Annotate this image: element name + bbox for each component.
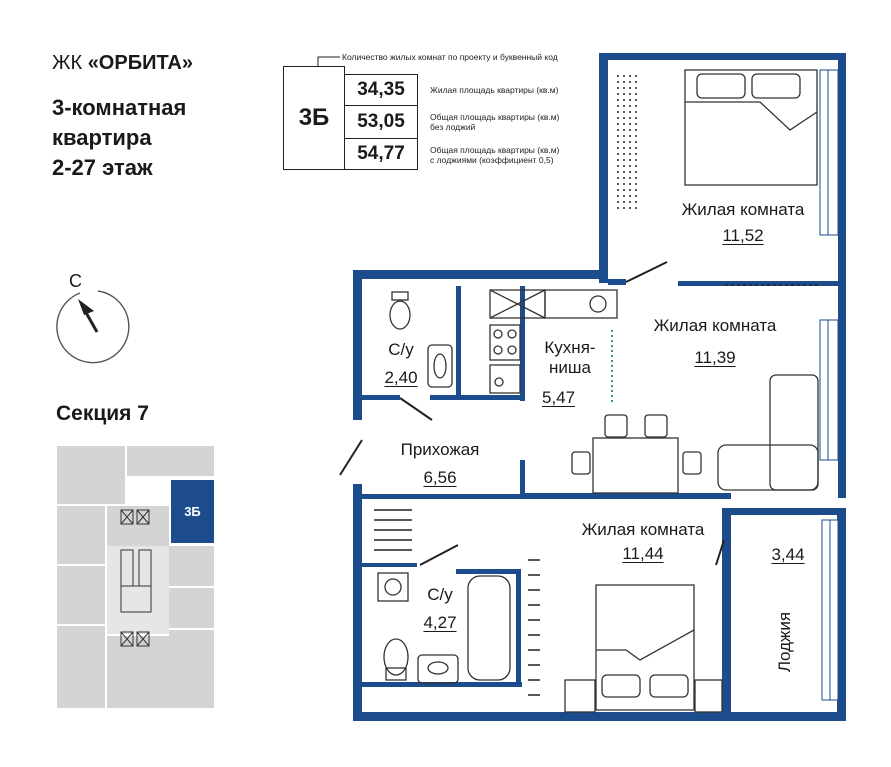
title-line-1: 3-комнатная [52, 95, 187, 120]
total-area-desc: Общая площадь квартиры (кв.м)без лоджий [430, 112, 560, 132]
title-line-3: 2-27 этаж [52, 155, 153, 180]
room-kitchen: Кухня-ниша 5,47 [542, 338, 596, 407]
section-apartment-highlight: 3Б [171, 480, 214, 543]
section-plan: 3Б [57, 446, 214, 708]
complex-name: ЖК «ОРБИТА» [52, 52, 193, 74]
apartment-title: 3-комнатная квартира 2-27 этаж [52, 93, 186, 183]
apartment-code: 3Б [283, 66, 345, 170]
compass-icon [56, 290, 130, 364]
section-title: Секция 7 [56, 402, 149, 425]
total-area-value: 53,05 [345, 106, 418, 139]
room-loggia-label: Лоджия [775, 611, 794, 673]
living-area-desc: Жилая площадь квартиры (кв.м) [430, 85, 559, 95]
legend-heading: Количество жилых комнат по проекту и бук… [342, 52, 558, 62]
total-area-loggia-desc: Общая площадь квартиры (кв.м)с лоджиями … [430, 145, 560, 165]
north-label: С [69, 271, 82, 291]
title-line-2: квартира [52, 125, 152, 150]
total-area-loggia-value: 54,77 [345, 139, 418, 170]
living-area-value: 34,35 [345, 74, 418, 106]
room-loggia-area: 3,44 [771, 545, 805, 564]
